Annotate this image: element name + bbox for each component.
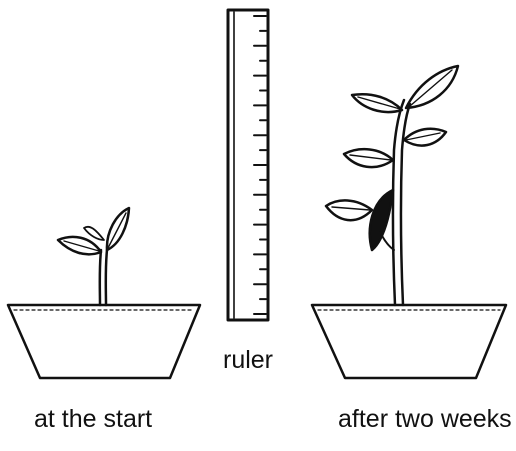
- caption-after-two-weeks: after two weeks: [338, 407, 512, 432]
- lower-left-leaf-vein: [332, 207, 370, 210]
- seedling-small-leaf: [84, 227, 104, 240]
- seedling-stem: [100, 250, 107, 305]
- caption-ruler: ruler: [223, 348, 273, 373]
- middle-left-leaf: [344, 149, 393, 167]
- caption-at-the-start: at the start: [34, 407, 152, 432]
- ruler-group: [228, 10, 268, 320]
- middle-left-leaf-vein: [350, 155, 391, 160]
- curled-dark-leaf: [370, 190, 393, 250]
- seedling-group: [8, 208, 200, 378]
- grown-plant-stem: [393, 100, 410, 305]
- ruler-ticks: [254, 16, 266, 314]
- left-pot: [8, 305, 200, 378]
- grown-plant-group: [312, 66, 506, 378]
- middle-right-leaf: [404, 129, 446, 146]
- right-pot: [312, 305, 506, 378]
